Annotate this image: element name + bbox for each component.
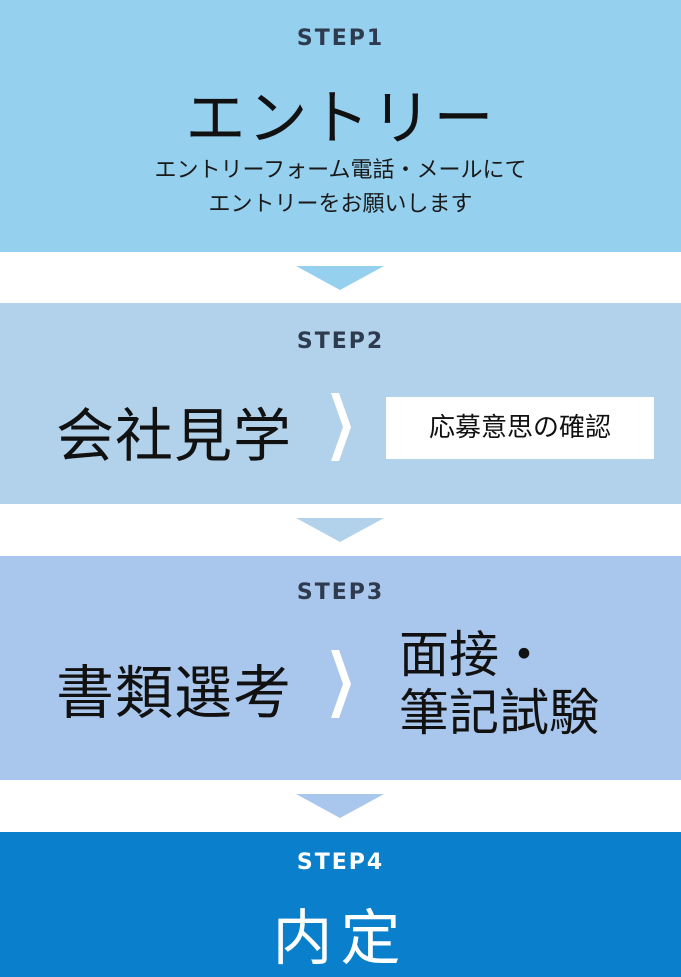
step3-title: 書類選考	[56, 659, 293, 727]
step1-description: エントリーフォーム電話・メールにて エントリーをお願いします	[0, 154, 681, 222]
step4-title: 内定	[272, 904, 409, 974]
chevron-right-icon	[331, 650, 351, 718]
step3-block: STEP3 書類選考 面接・ 筆記試験	[0, 556, 681, 780]
step1-label: STEP1	[296, 26, 385, 51]
step4-label: STEP4	[296, 850, 385, 875]
step2-label: STEP2	[296, 329, 385, 354]
down-arrow-icon	[296, 794, 384, 818]
step1-description-line2: エントリーをお願いします	[208, 192, 473, 217]
step1-description-line1: エントリーフォーム電話・メールにて	[154, 158, 527, 183]
step3-result-line1: 面接・	[399, 626, 549, 684]
step3-result-line2: 筆記試験	[399, 684, 599, 742]
step2-title: 会社見学	[56, 402, 293, 470]
step3-label: STEP3	[296, 580, 385, 605]
step4-block: STEP4 内定	[0, 832, 681, 977]
step2-block: STEP2 会社見学 応募意思の確認	[0, 303, 681, 504]
down-arrow-icon	[296, 266, 384, 290]
chevron-right-icon	[331, 393, 351, 461]
step1-block: STEP1 エントリー エントリーフォーム電話・メールにて エントリーをお願いし…	[0, 0, 681, 252]
down-arrow-icon	[296, 518, 384, 542]
step2-result: 応募意思の確認	[386, 397, 654, 459]
step1-title: エントリー	[185, 84, 496, 154]
step3-result: 面接・ 筆記試験	[399, 626, 659, 742]
